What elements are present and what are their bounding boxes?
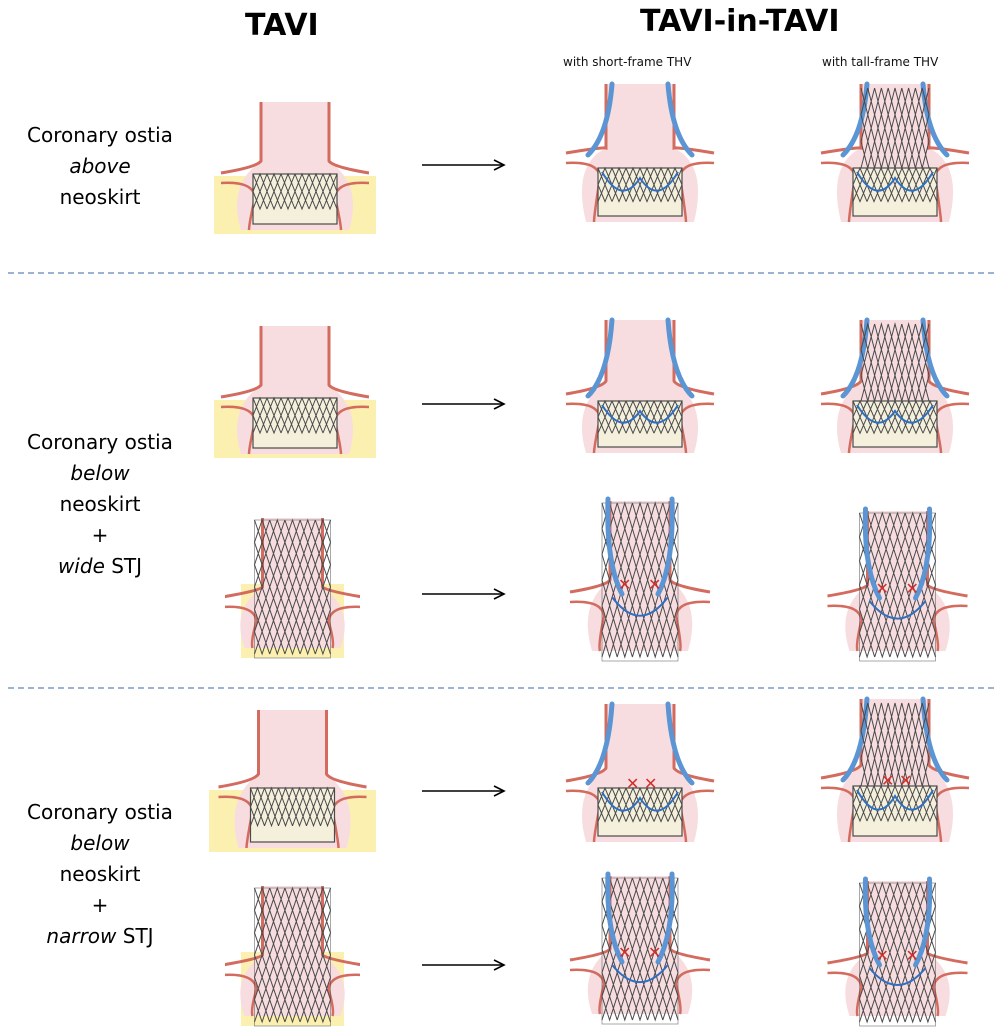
stent-frame	[598, 168, 682, 216]
obstruction-mark-left: ✕	[881, 771, 894, 790]
obstruction-mark-left: ✕	[618, 943, 631, 962]
obstruction-mark-left: ✕	[876, 946, 889, 965]
row-label-line: +	[0, 890, 200, 921]
stent-frame	[251, 788, 335, 842]
tall-frame-panel-below-wide-tall: ✕✕	[825, 505, 970, 665]
arrow-icon	[420, 158, 510, 172]
tavi-header: TAVI	[245, 8, 319, 43]
tavi-panel-below-narrow-short	[205, 706, 380, 856]
obstruction-mark-right: ✕	[644, 774, 657, 793]
stent-frame	[853, 168, 937, 216]
row-label-below-wide: Coronary ostia below neoskirt + wide STJ	[0, 427, 200, 582]
tall-frame-panel-above	[820, 80, 970, 230]
tavi-in-tavi-header: TAVI-in-TAVI	[640, 4, 840, 39]
stent-frame	[253, 398, 337, 448]
stj-qualifier: narrow	[46, 924, 116, 948]
section-divider	[8, 272, 994, 274]
arrow-icon	[420, 784, 510, 798]
row-label-above: Coronary ostia above neoskirt	[0, 120, 200, 213]
tall-frame-panel-below-wide-short	[820, 316, 970, 461]
short-frame-panel-below-wide-short	[565, 316, 715, 461]
tall-frame-subheader: with tall-frame THV	[822, 55, 938, 69]
row-label-line: narrow STJ	[0, 921, 200, 952]
obstruction-mark-left: ✕	[876, 579, 889, 598]
aortic-wall-right	[329, 102, 369, 173]
obstruction-mark-right: ✕	[899, 771, 912, 790]
tall-frame-panel-below-narrow-tall: ✕✕	[825, 875, 970, 1030]
obstruction-mark-right: ✕	[648, 943, 661, 962]
aortic-wall-left	[221, 326, 261, 397]
section-divider	[8, 687, 994, 689]
stj-qualifier: wide	[58, 554, 105, 578]
row-label-line: neoskirt	[0, 182, 200, 213]
obstruction-mark-left: ✕	[626, 774, 639, 793]
row-label-line: below	[0, 828, 200, 859]
row-label-below-narrow: Coronary ostia below neoskirt + narrow S…	[0, 797, 200, 952]
tavi-panel-below-wide-short	[210, 322, 380, 462]
obstruction-mark-right: ✕	[906, 946, 919, 965]
stent-frame	[253, 174, 337, 224]
row-label-line: wide STJ	[0, 551, 200, 582]
arrow-icon	[420, 958, 510, 972]
tavi-panel-above	[210, 98, 380, 238]
aortic-wall-right	[327, 710, 367, 787]
row-label-line: Coronary ostia	[0, 797, 200, 828]
short-frame-panel-below-wide-tall: ✕✕	[565, 495, 715, 665]
row-label-line: above	[0, 151, 200, 182]
row-label-line: Coronary ostia	[0, 427, 200, 458]
stent-frame	[853, 786, 937, 836]
stent-frame	[853, 401, 937, 447]
aortic-wall-left	[219, 710, 259, 787]
short-frame-panel-above	[565, 80, 715, 230]
short-frame-panel-below-narrow-tall: ✕✕	[565, 870, 715, 1028]
arrow-icon	[420, 587, 510, 601]
obstruction-mark-right: ✕	[648, 575, 661, 594]
aortic-wall-right	[329, 326, 369, 397]
short-frame-panel-below-narrow-short: ✕✕	[565, 700, 715, 850]
row-label-line: +	[0, 520, 200, 551]
tavi-panel-below-narrow-tall	[225, 880, 360, 1030]
row-label-line: below	[0, 458, 200, 489]
row-label-line: Coronary ostia	[0, 120, 200, 151]
row-label-line: neoskirt	[0, 859, 200, 890]
short-frame-subheader: with short-frame THV	[563, 55, 691, 69]
tavi-panel-below-wide-tall	[225, 512, 360, 662]
obstruction-mark-right: ✕	[906, 579, 919, 598]
stj-text: STJ	[111, 554, 142, 578]
row-label-line: neoskirt	[0, 489, 200, 520]
stj-text: STJ	[123, 924, 154, 948]
aortic-wall-left	[221, 102, 261, 173]
arrow-icon	[420, 397, 510, 411]
stent-frame	[598, 401, 682, 447]
obstruction-mark-left: ✕	[618, 575, 631, 594]
tall-frame-panel-below-narrow-short: ✕✕	[820, 695, 970, 850]
stent-frame	[598, 788, 682, 836]
